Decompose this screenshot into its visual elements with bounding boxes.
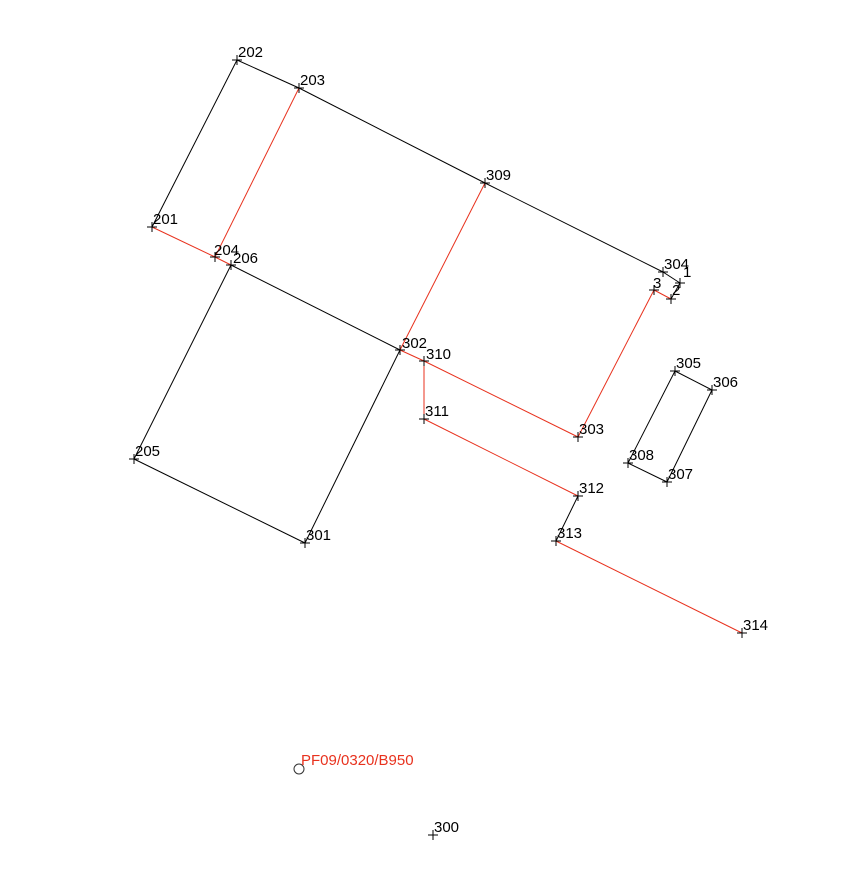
plus-marker-icon	[658, 267, 668, 277]
plus-marker-icon	[573, 491, 583, 501]
point-label-303: 303	[579, 421, 604, 438]
line-309-304	[484, 182, 664, 273]
plan-reference-label: PF09/0320/B950	[301, 752, 414, 769]
point-label-301: 301	[306, 527, 331, 544]
point-label-312: 312	[579, 480, 604, 497]
point-label-302: 302	[402, 335, 427, 352]
line-312-313	[555, 495, 579, 542]
point-label-314: 314	[743, 617, 768, 634]
line-p1-p2	[670, 282, 681, 300]
line-206-205	[133, 264, 232, 460]
line-307-308	[627, 462, 668, 483]
line-304-p1	[662, 271, 681, 284]
line-202-201	[151, 59, 238, 228]
line-203-204	[214, 87, 300, 258]
point-label-305: 305	[676, 355, 701, 372]
plus-marker-icon	[480, 178, 490, 188]
plus-marker-icon	[623, 458, 633, 468]
line-203-309	[298, 87, 486, 184]
plus-marker-icon	[707, 385, 717, 395]
line-204-206	[214, 256, 232, 266]
line-302-310	[399, 349, 425, 362]
line-201-204	[151, 226, 216, 258]
point-label-307: 307	[668, 466, 693, 483]
line-303-p3	[577, 289, 655, 438]
line-305-306	[674, 370, 713, 391]
point-label-204: 204	[214, 242, 239, 259]
plus-marker-icon	[419, 414, 429, 424]
plus-marker-icon	[666, 294, 676, 304]
line-308-305	[627, 370, 676, 464]
survey-point-markers	[129, 55, 747, 840]
boundary-lines	[133, 59, 743, 634]
point-label-p3: 3	[653, 275, 661, 292]
point-label-205: 205	[135, 443, 160, 460]
line-313-314	[555, 540, 743, 634]
plus-marker-icon	[210, 252, 220, 262]
point-label-313: 313	[557, 525, 582, 542]
point-label-206: 206	[233, 250, 258, 267]
point-label-310: 310	[426, 346, 451, 363]
line-206-302	[230, 264, 401, 351]
line-310-303	[423, 360, 579, 438]
plus-marker-icon	[395, 345, 405, 355]
plus-marker-icon	[675, 278, 685, 288]
line-205-301	[133, 458, 306, 544]
point-label-309: 309	[486, 167, 511, 184]
circle-marker-icon	[293, 763, 305, 775]
plus-marker-icon	[232, 55, 242, 65]
point-label-306: 306	[713, 374, 738, 391]
plus-marker-icon	[737, 628, 747, 638]
line-202-203	[236, 59, 300, 89]
line-301-302	[304, 349, 401, 544]
plus-marker-icon	[662, 477, 672, 487]
plus-marker-icon	[428, 830, 438, 840]
line-p3-p2	[653, 289, 672, 300]
plus-marker-icon	[300, 538, 310, 548]
line-306-307	[666, 389, 713, 483]
plus-marker-icon	[670, 366, 680, 376]
point-label-p1: 1	[683, 264, 691, 281]
plus-marker-icon	[129, 454, 139, 464]
plus-marker-icon	[419, 356, 429, 366]
plus-marker-icon	[649, 285, 659, 295]
plus-marker-icon	[147, 222, 157, 232]
plus-marker-icon	[294, 83, 304, 93]
point-label-308: 308	[629, 447, 654, 464]
line-309-302	[399, 182, 486, 351]
annotation-group: PF09/0320/B950	[293, 752, 414, 775]
point-label-203: 203	[300, 72, 325, 89]
plus-marker-icon	[226, 260, 236, 270]
point-label-304: 304	[664, 256, 689, 273]
point-label-p2: 2	[672, 282, 680, 299]
point-label-300: 300	[434, 819, 459, 836]
line-311-312	[423, 418, 579, 497]
plus-marker-icon	[573, 432, 583, 442]
point-label-201: 201	[153, 211, 178, 228]
point-label-202: 202	[238, 44, 263, 61]
point-label-311: 311	[425, 403, 449, 420]
plus-marker-icon	[551, 536, 561, 546]
